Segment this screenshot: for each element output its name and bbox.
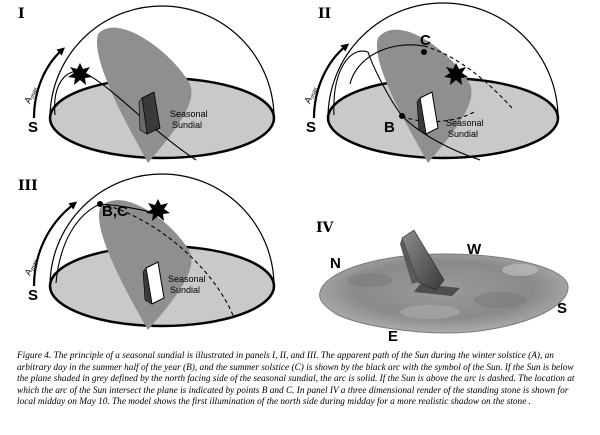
panel-i-dial-label-2: Sundial: [172, 120, 202, 130]
panel-ii-sun-path-dashed: [423, 45, 513, 109]
panel-iii-dome: [49, 173, 275, 287]
panel-i-dial-label-1: Seasonal: [170, 109, 208, 119]
panel-i-sun-icon: [68, 63, 92, 85]
panel-iv-standing-stone: [401, 229, 445, 291]
panel-iv-terrain-patch: [400, 305, 460, 319]
panel-iii-dial-label-1: Seasonal: [168, 274, 206, 284]
panel-iv-east-label: E: [388, 328, 398, 345]
figure-caption: Figure 4. The principle of a seasonal su…: [17, 351, 575, 408]
panel-iii-sun-icon: [146, 199, 170, 221]
panel-iv-label: IV: [316, 220, 335, 236]
panel-iv-north-label: N: [330, 255, 341, 272]
panel-i-south-label: S: [28, 119, 38, 136]
panel-iii-amax-label: Amax: [22, 256, 40, 278]
panel-ii-sun-icon: [444, 63, 468, 85]
panel-i-amax-arrow: [32, 47, 65, 119]
panel-ii: II Amax C B Seasonal Sundial S: [302, 2, 560, 163]
panel-iv-south-label: S: [557, 300, 567, 317]
panel-iv-terrain-patch: [474, 292, 526, 308]
panel-ii-sun-path-solid: [333, 50, 481, 161]
panel-ii-sundial-side: [416, 97, 427, 135]
panel-iii-point-bc: [97, 201, 103, 207]
panel-iii-sun-path-solid: [55, 203, 101, 284]
panel-i: I Amax Seasonal Sundial S: [18, 5, 276, 164]
panel-iv-terrain-patch: [348, 273, 392, 287]
panel-iii-amax-arrow: [32, 201, 78, 287]
panel-ii-label: II: [318, 6, 331, 22]
panel-iii: III Amax B,C Seasonal Sundial S: [18, 173, 276, 330]
panel-iii-label: III: [18, 178, 38, 194]
panel-iv-stone-side: [400, 238, 418, 284]
panel-i-sundial-side: [138, 97, 148, 135]
panel-ii-dial-label-1: Seasonal: [446, 118, 484, 128]
panel-ii-label-c: C: [420, 32, 431, 49]
panel-iii-label-bc: B,C: [102, 203, 128, 220]
panel-iv: IV N W S E: [316, 220, 569, 345]
panel-ii-dial-label-2: Sundial: [448, 129, 478, 139]
panel-iii-sundial-side: [142, 267, 153, 305]
panel-ii-summer-path: [349, 44, 425, 85]
panel-ii-point-c: [421, 49, 427, 55]
panel-ii-amax-arrow: [312, 43, 350, 119]
panel-i-shadow-plane: [96, 27, 192, 164]
panel-ii-south-label: S: [306, 119, 316, 136]
panel-i-dome: [49, 5, 275, 119]
panel-ii-point-b: [399, 113, 405, 119]
panel-iv-west-label: W: [467, 241, 482, 258]
panel-iii-dial-label-2: Sundial: [170, 285, 200, 295]
panel-iii-south-label: S: [28, 287, 38, 304]
panel-i-amax-label: Amax: [22, 84, 39, 106]
panel-ii-label-b: B: [384, 119, 395, 136]
panel-iii-sun-path-dashed: [99, 203, 235, 319]
panel-iii-shadow-plane: [98, 200, 192, 330]
panel-iv-terrain-patch: [502, 264, 538, 276]
panel-ii-amax-label: Amax: [302, 84, 319, 106]
panel-iv-stone-shadow: [414, 284, 460, 296]
panel-ii-dome: [327, 2, 559, 119]
panel-i-label: I: [18, 6, 25, 22]
